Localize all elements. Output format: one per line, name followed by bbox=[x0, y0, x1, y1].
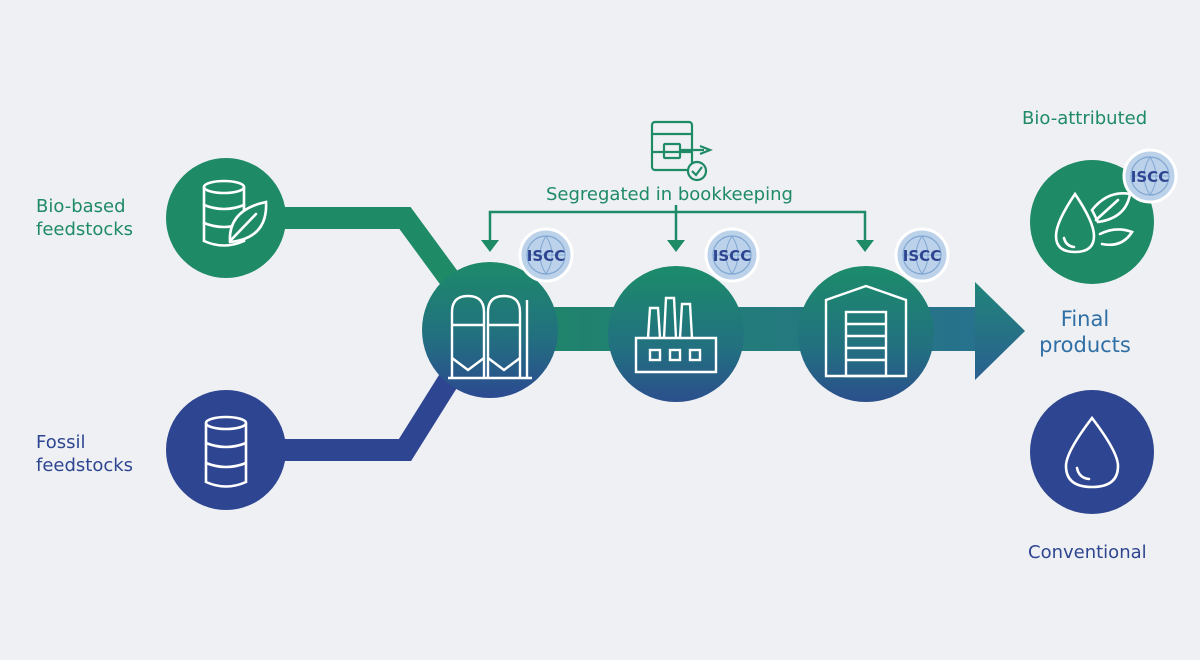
bio-attributed-product-node: ISCC bbox=[1030, 148, 1178, 284]
bio-feed-stream bbox=[280, 207, 461, 289]
factory-icon bbox=[634, 296, 718, 374]
iscc-badge-bio-attributed: ISCC bbox=[1122, 148, 1178, 204]
bio-feedstocks-label: Bio-based feedstocks bbox=[36, 196, 133, 241]
ledger-check-icon bbox=[650, 120, 713, 182]
bio-feedstock-node bbox=[166, 158, 286, 278]
storage-node: ISCC bbox=[422, 227, 574, 398]
barrel-icon bbox=[204, 415, 248, 488]
iscc-badge-text: ISCC bbox=[1131, 168, 1169, 186]
barrel-leaf-icon bbox=[202, 179, 268, 247]
bookkeeping-bracket bbox=[488, 205, 867, 243]
fossil-feedstocks-label-line1: Fossil bbox=[36, 432, 86, 453]
iscc-badge-storage: ISCC bbox=[518, 227, 574, 283]
final-products-label: Final products bbox=[1030, 306, 1140, 359]
final-products-label-line2: products bbox=[1039, 333, 1131, 358]
warehouse-node: ISCC bbox=[798, 227, 950, 402]
drop-icon bbox=[1064, 415, 1120, 489]
main-stream-arrowhead bbox=[975, 282, 1025, 380]
fossil-feed-stream bbox=[280, 369, 462, 461]
iscc-badge-processing: ISCC bbox=[704, 227, 760, 283]
silo-icon bbox=[448, 294, 532, 380]
conventional-label: Conventional bbox=[1028, 542, 1147, 563]
iscc-badge-text: ISCC bbox=[527, 247, 565, 265]
fossil-feedstocks-label: Fossil feedstocks bbox=[36, 432, 133, 477]
fossil-feedstocks-label-line2: feedstocks bbox=[36, 454, 134, 476]
iscc-badge-warehouse: ISCC bbox=[894, 227, 950, 283]
bio-feedstocks-label-line2: feedstocks bbox=[36, 218, 134, 240]
fossil-feedstock-node bbox=[166, 390, 286, 510]
warehouse-icon bbox=[824, 284, 908, 378]
conventional-product-node bbox=[1030, 390, 1154, 514]
bio-feedstocks-label-line1: Bio-based bbox=[36, 196, 126, 217]
bookkeeping-arrowheads bbox=[481, 240, 874, 252]
processing-node: ISCC bbox=[608, 227, 760, 402]
bookkeeping-label: Segregated in bookkeeping bbox=[546, 184, 793, 205]
iscc-badge-text: ISCC bbox=[713, 247, 751, 265]
iscc-badge-text: ISCC bbox=[903, 247, 941, 265]
final-products-label-line1: Final bbox=[1060, 307, 1110, 331]
bio-attributed-label: Bio-attributed bbox=[1022, 108, 1148, 129]
